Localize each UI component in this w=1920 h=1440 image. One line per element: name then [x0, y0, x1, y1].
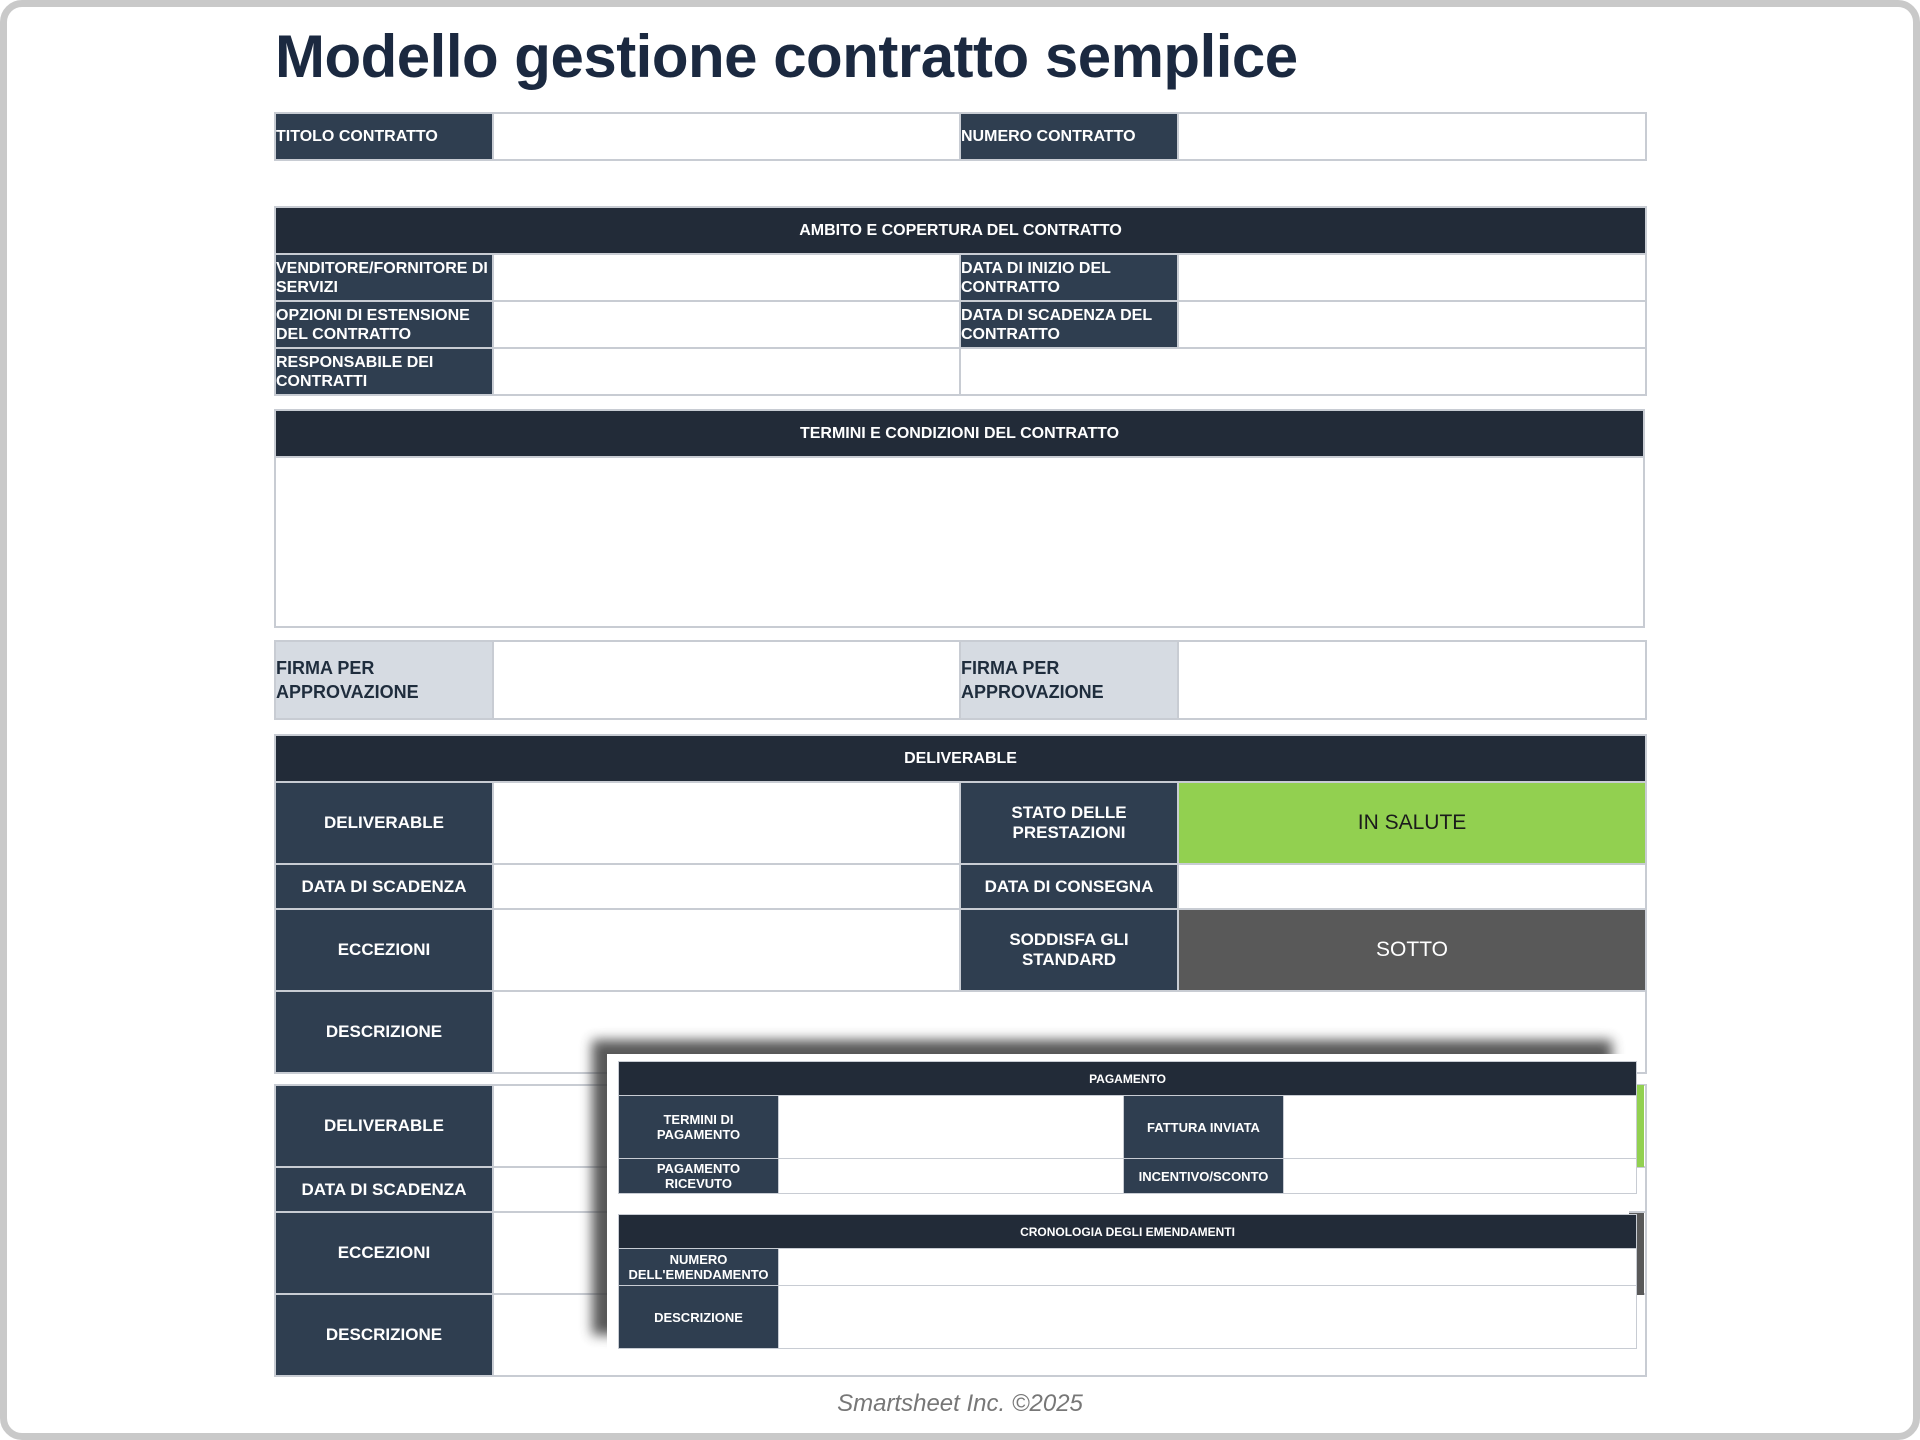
- contract-manager-field[interactable]: [492, 347, 961, 396]
- description-label: DESCRIZIONE: [274, 990, 494, 1074]
- amendment-number-label: NUMERO DELL'EMENDAMENTO: [618, 1248, 779, 1286]
- due-date-field[interactable]: [492, 863, 961, 910]
- contract-number-label: NUMERO CONTRATTO: [959, 112, 1179, 161]
- terms-text-area[interactable]: [274, 456, 1645, 628]
- deliverable-field[interactable]: [492, 781, 961, 865]
- exceptions-field[interactable]: [492, 908, 961, 992]
- delivery-date-label: DATA DI CONSEGNA: [959, 863, 1179, 910]
- vendor-field[interactable]: [492, 253, 961, 302]
- scope-heading: AMBITO E COPERTURA DEL CONTRATTO: [273, 206, 1648, 255]
- payment-terms-label: TERMINI DI PAGAMENTO: [618, 1095, 779, 1159]
- performance-status-value[interactable]: IN SALUTE: [1176, 781, 1648, 865]
- deliverables-heading: DELIVERABLE: [273, 734, 1648, 783]
- signature-field-1[interactable]: [492, 640, 961, 720]
- invoice-sent-label: FATTURA INVIATA: [1123, 1095, 1284, 1159]
- signature-label-2: FIRMA PER APPROVAZIONE: [959, 640, 1179, 720]
- contract-number-field[interactable]: [1177, 112, 1647, 161]
- description-label-2: DESCRIZIONE: [274, 1293, 494, 1377]
- payment-received-field[interactable]: [778, 1158, 1124, 1194]
- delivery-date-field[interactable]: [1176, 863, 1648, 910]
- exceptions-label-2: ECCEZIONI: [274, 1211, 494, 1295]
- expiry-date-field[interactable]: [1176, 300, 1648, 349]
- empty-cell: [958, 347, 1648, 396]
- expiry-date-label: DATA DI SCADENZA DEL CONTRATTO: [959, 300, 1179, 349]
- scope-table: AMBITO E COPERTURA DEL CONTRATTO VENDITO…: [273, 206, 1648, 396]
- payment-heading: PAGAMENTO: [617, 1061, 1638, 1096]
- terms-heading: TERMINI E CONDIZIONI DEL CONTRATTO: [274, 409, 1645, 458]
- signatures-table: FIRMA PER APPROVAZIONE FIRMA PER APPROVA…: [274, 640, 1647, 720]
- payment-received-label: PAGAMENTO RICEVUTO: [618, 1158, 779, 1194]
- contract-title-label: TITOLO CONTRATTO: [274, 112, 494, 161]
- vendor-label: VENDITORE/FORNITORE DI SERVIZI: [274, 253, 494, 302]
- meets-standards-value[interactable]: SOTTO: [1176, 908, 1648, 992]
- header-fields-table: TITOLO CONTRATTO NUMERO CONTRATTO: [274, 112, 1647, 161]
- incentive-discount-field[interactable]: [1282, 1158, 1638, 1194]
- amendment-number-field[interactable]: [777, 1248, 1638, 1286]
- exceptions-label: ECCEZIONI: [274, 908, 494, 992]
- overlay-preview-panel: PAGAMENTO TERMINI DI PAGAMENTO FATTURA I…: [607, 1054, 1638, 1354]
- extension-options-field[interactable]: [492, 300, 961, 349]
- amendments-heading: CRONOLOGIA DEGLI EMENDAMENTI: [617, 1214, 1638, 1249]
- payment-terms-field[interactable]: [778, 1095, 1124, 1159]
- signature-label-1: FIRMA PER APPROVAZIONE: [274, 640, 494, 720]
- page-title: Modello gestione contratto semplice: [275, 23, 1298, 90]
- terms-table: TERMINI E CONDIZIONI DEL CONTRATTO: [274, 409, 1645, 628]
- footer-copyright: Smartsheet Inc. ©2025: [837, 1390, 1083, 1417]
- incentive-discount-label: INCENTIVO/SCONTO: [1123, 1158, 1284, 1194]
- deliverable-label: DELIVERABLE: [274, 781, 494, 865]
- due-date-label: DATA DI SCADENZA: [274, 863, 494, 910]
- start-date-label: DATA DI INIZIO DEL CONTRATTO: [959, 253, 1179, 302]
- start-date-field[interactable]: [1176, 253, 1648, 302]
- amendment-description-field[interactable]: [777, 1285, 1638, 1349]
- extension-options-label: OPZIONI DI ESTENSIONE DEL CONTRATTO: [274, 300, 494, 349]
- amendment-description-label: DESCRIZIONE: [618, 1285, 779, 1349]
- contract-manager-label: RESPONSABILE DEI CONTRATTI: [274, 347, 494, 396]
- contract-title-field[interactable]: [492, 112, 961, 161]
- performance-status-label: STATO DELLE PRESTAZIONI: [959, 781, 1179, 865]
- invoice-sent-field[interactable]: [1282, 1095, 1638, 1159]
- meets-standards-label: SODDISFA GLI STANDARD: [959, 908, 1179, 992]
- payment-table: PAGAMENTO TERMINI DI PAGAMENTO FATTURA I…: [617, 1061, 1638, 1194]
- amendments-table: CRONOLOGIA DEGLI EMENDAMENTI NUMERO DELL…: [617, 1214, 1638, 1349]
- due-date-label-2: DATA DI SCADENZA: [274, 1166, 494, 1213]
- deliverable-label-2: DELIVERABLE: [274, 1084, 494, 1168]
- deliverables-table-1: DELIVERABLE DELIVERABLE STATO DELLE PRES…: [273, 734, 1648, 1074]
- signature-field-2[interactable]: [1177, 640, 1647, 720]
